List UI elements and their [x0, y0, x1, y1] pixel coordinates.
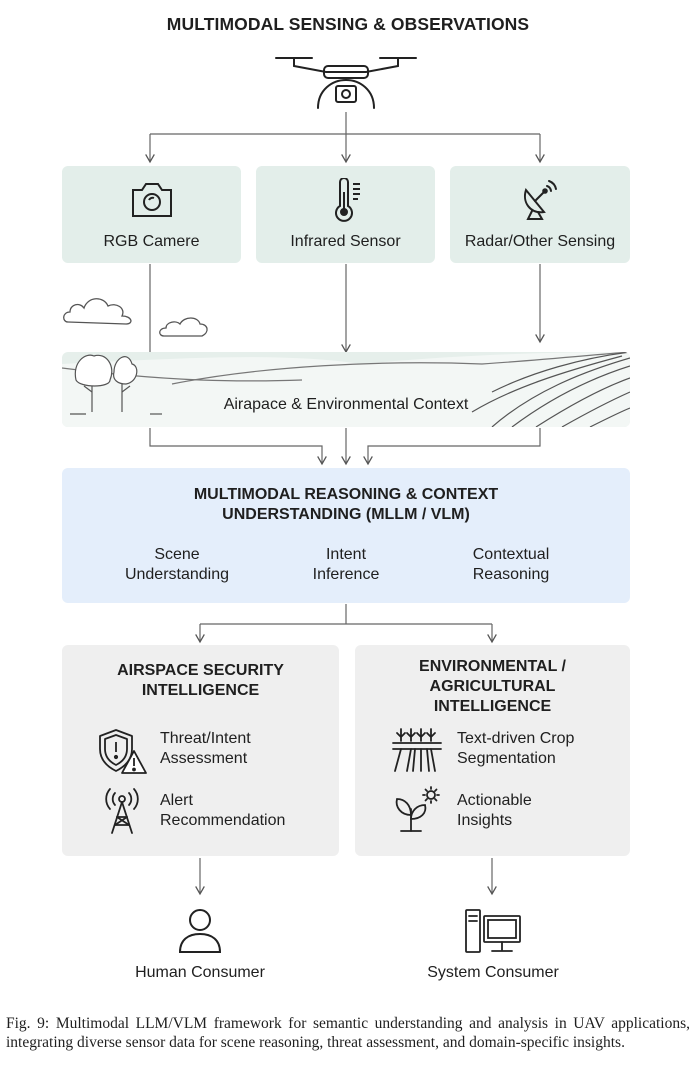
sensor-box-infrared: Infrared Sensor — [256, 166, 435, 263]
agri-item-line1: Text-driven Crop — [457, 730, 575, 747]
agri-item-line1: Actionable — [457, 792, 532, 809]
agri-title: ENVIRONMENTAL / AGRICULTURAL INTELLIGENC… — [355, 657, 630, 717]
camera-icon — [132, 183, 172, 217]
computer-icon — [465, 909, 521, 953]
sensor-box-rgb: RGB Camere — [62, 166, 241, 263]
figure-caption: Fig. 9: Multimodal LLM/VLM framework for… — [6, 1015, 690, 1051]
agri-title-line2: AGRICULTURAL — [429, 678, 556, 695]
agri-item-line2: Insights — [457, 812, 513, 829]
security-item-alert: Alert Recommendation — [160, 791, 285, 831]
radar-dish-icon — [524, 180, 557, 220]
sensor-label-radar: Radar/Other Sensing — [464, 233, 616, 250]
consumer-label-system: System Consumer — [427, 964, 559, 981]
person-icon — [178, 909, 222, 953]
security-box: AIRSPACE SECURITY INTELLIGENCE Threat/In… — [62, 645, 339, 856]
sensor-label-rgb: RGB Camere — [103, 233, 200, 250]
agri-title-line3: INTELLIGENCE — [433, 698, 552, 715]
sensor-box-radar: Radar/Other Sensing — [450, 166, 630, 263]
reasoning-title: MULTIMODAL REASONING & CONTEXT UNDERSTAN… — [62, 485, 630, 525]
reasoning-item-line2: Reasoning — [472, 566, 550, 583]
agri-item-insights: Actionable Insights — [457, 791, 532, 831]
security-item-line1: Threat/Intent — [160, 730, 251, 747]
security-item-threat: Threat/Intent Assessment — [160, 729, 251, 769]
reasoning-item-line2: Inference — [312, 566, 380, 583]
reasoning-item-scene: Scene Understanding — [102, 545, 252, 585]
reasoning-title-line2: UNDERSTANDING (MLLM / VLM) — [222, 506, 470, 523]
signal-tower-icon — [105, 788, 139, 834]
reasoning-box: MULTIMODAL REASONING & CONTEXT UNDERSTAN… — [62, 468, 630, 603]
shield-warning-icon — [99, 729, 147, 774]
agri-title-line1: ENVIRONMENTAL / — [419, 658, 566, 675]
reasoning-item-intent: Intent Inference — [271, 545, 421, 585]
agri-box: ENVIRONMENTAL / AGRICULTURAL INTELLIGENC… — [355, 645, 630, 856]
reasoning-item-line1: Scene — [154, 546, 200, 563]
reasoning-item-line1: Contextual — [472, 546, 550, 563]
drone-icon — [275, 57, 417, 109]
diagram-title: MULTIMODAL SENSING & OBSERVATIONS — [166, 14, 530, 34]
security-item-line2: Assessment — [160, 750, 248, 767]
landscape-illustration — [62, 352, 630, 427]
reasoning-item-line1: Intent — [325, 546, 367, 563]
thermometer-icon — [335, 178, 360, 222]
cloud-icons — [63, 298, 208, 337]
sensor-label-infrared: Infrared Sensor — [290, 233, 401, 250]
reasoning-title-line1: MULTIMODAL REASONING & CONTEXT — [193, 486, 499, 503]
security-item-line1: Alert — [160, 792, 193, 809]
reasoning-item-line2: Understanding — [124, 566, 230, 583]
environment-label: Airapace & Environmental Context — [223, 396, 469, 413]
plant-gear-icon — [395, 786, 440, 832]
agri-item-crop: Text-driven Crop Segmentation — [457, 729, 574, 769]
crop-rows-icon — [392, 728, 442, 772]
environment-box: Airapace & Environmental Context — [62, 352, 630, 427]
security-title: AIRSPACE SECURITY INTELLIGENCE — [62, 661, 339, 701]
agri-item-line2: Segmentation — [457, 750, 556, 767]
security-item-line2: Recommendation — [160, 812, 286, 829]
security-title-line1: AIRSPACE SECURITY — [117, 662, 284, 679]
reasoning-item-contextual: Contextual Reasoning — [436, 545, 586, 585]
security-title-line2: INTELLIGENCE — [141, 682, 260, 699]
consumer-label-human: Human Consumer — [135, 964, 265, 981]
